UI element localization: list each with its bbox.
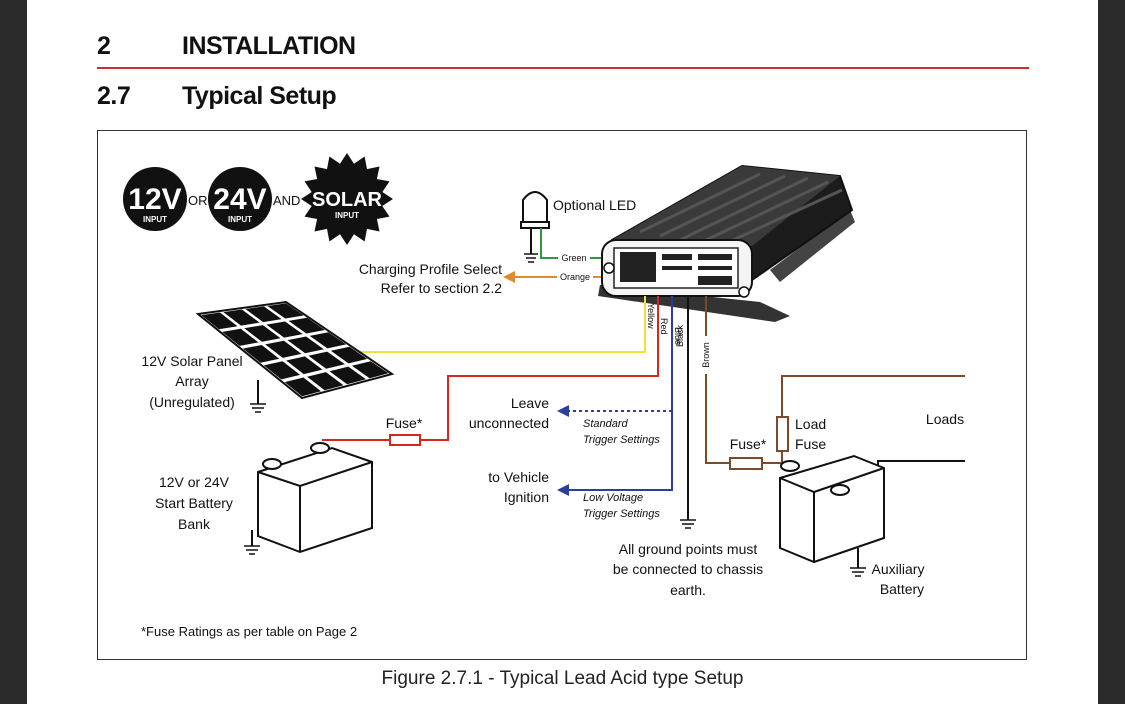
fuse-start-label: Fuse* (386, 415, 423, 431)
brown-wire (705, 296, 730, 464)
yellow-wire-label: Yellow (646, 303, 656, 329)
svg-text:12V: 12V (128, 183, 181, 216)
standard-trigger-label-1: Standard (583, 418, 629, 430)
subsection-number: 2.7 (97, 82, 131, 110)
start-battery-label-2: Start Battery (155, 495, 233, 511)
aux-battery-label-1: Auxiliary (872, 561, 925, 577)
load-fuse-icon (776, 416, 789, 452)
solar-cell (201, 312, 238, 330)
section-title: INSTALLATION (182, 32, 356, 60)
ignition-label-1: to Vehicle (488, 469, 549, 485)
svg-text:24V: 24V (213, 183, 266, 216)
left-viewer-border (0, 0, 27, 704)
yellow-wire (360, 296, 646, 353)
red-wire-label: Red (659, 318, 669, 335)
loads-label: Loads (926, 411, 964, 427)
blue-wire-label: Blue (673, 327, 683, 345)
solar-cell (265, 340, 302, 358)
charging-profile-label-1: Charging Profile Select (359, 261, 502, 277)
svg-text:INPUT: INPUT (143, 215, 167, 224)
svg-text:INPUT: INPUT (228, 215, 252, 224)
lowvolt-trigger-label-2: Trigger Settings (583, 508, 660, 520)
section-divider (97, 67, 1029, 69)
ground-note-3: earth. (670, 582, 706, 598)
optional-led-label: Optional LED (553, 197, 636, 213)
solar-cell (287, 336, 324, 354)
brown-wire-label: Brown (701, 342, 711, 368)
solar-label-3: (Unregulated) (149, 394, 235, 410)
solar-cell (223, 309, 260, 326)
load-fuse-label-2: Fuse (795, 436, 826, 452)
red-wire (418, 296, 659, 441)
blue-wire-arrow (557, 484, 569, 496)
svg-text:SOLAR: SOLAR (312, 189, 383, 211)
badge-12v: 12V INPUT (123, 167, 187, 231)
ignition-label-2: Ignition (504, 489, 549, 505)
figure-frame (97, 130, 1027, 660)
solar-cell (244, 325, 281, 342)
orange-wire-arrow (503, 271, 515, 283)
badge-solar: SOLAR INPUT (301, 153, 393, 245)
ground-note-2: be connected to chassis (613, 561, 763, 577)
solar-cell (288, 317, 325, 334)
solar-cell (267, 303, 304, 319)
leave-label-2: unconnected (469, 415, 549, 431)
fuse-note: *Fuse Ratings as per table on Page 2 (141, 624, 357, 639)
green-wire-label: Green (561, 253, 586, 263)
solar-cell (351, 361, 389, 379)
blue-wire (568, 296, 673, 491)
subsection-title: Typical Setup (182, 82, 337, 110)
fuse-aux-icon (729, 457, 763, 470)
solar-panel (195, 300, 395, 413)
black-wire-label: Black (675, 325, 685, 348)
solar-cell (329, 366, 366, 385)
solar-cell (307, 372, 344, 391)
section-number: 2 (97, 32, 111, 60)
badge-24v: 24V INPUT (208, 167, 272, 231)
solar-cell (284, 377, 321, 397)
start-battery (244, 442, 373, 555)
aux-battery (779, 454, 885, 577)
solar-cell (308, 351, 345, 369)
or-text: OR (188, 193, 208, 208)
figure-caption: Figure 2.7.1 - Typical Lead Acid type Se… (381, 668, 744, 689)
optional-led-icon (520, 191, 550, 263)
solar-label-1: 12V Solar Panel (141, 353, 242, 369)
right-viewer-border (1098, 0, 1125, 704)
charging-profile-label-2: Refer to section 2.2 (381, 280, 503, 296)
solar-cell (263, 361, 301, 380)
dc-charger-unit (598, 164, 855, 322)
blue-dashed-arrow (557, 405, 569, 417)
leave-label-1: Leave (511, 395, 549, 411)
fuse-aux-label: Fuse* (730, 436, 767, 452)
start-battery-label-3: Bank (178, 516, 211, 532)
solar-cell (243, 345, 280, 363)
solar-cell (286, 356, 323, 375)
ground-note-1: All ground points must (619, 541, 758, 557)
lowvolt-trigger-label-1: Low Voltage (583, 492, 643, 504)
standard-trigger-label-2: Trigger Settings (583, 434, 660, 446)
solar-cell (266, 321, 303, 338)
fuse-start-icon (389, 434, 421, 446)
load-fuse-label-1: Load (795, 416, 826, 432)
solar-cell (309, 332, 347, 349)
solar-cell (222, 328, 259, 346)
svg-text:INPUT: INPUT (335, 211, 359, 220)
aux-battery-label-2: Battery (880, 581, 924, 597)
solar-label-2: Array (175, 373, 208, 389)
solar-cell (330, 346, 368, 364)
orange-wire-label: Orange (560, 272, 590, 282)
start-battery-label-1: 12V or 24V (159, 474, 230, 490)
solar-cell (245, 306, 282, 323)
and-text: AND (273, 193, 300, 208)
